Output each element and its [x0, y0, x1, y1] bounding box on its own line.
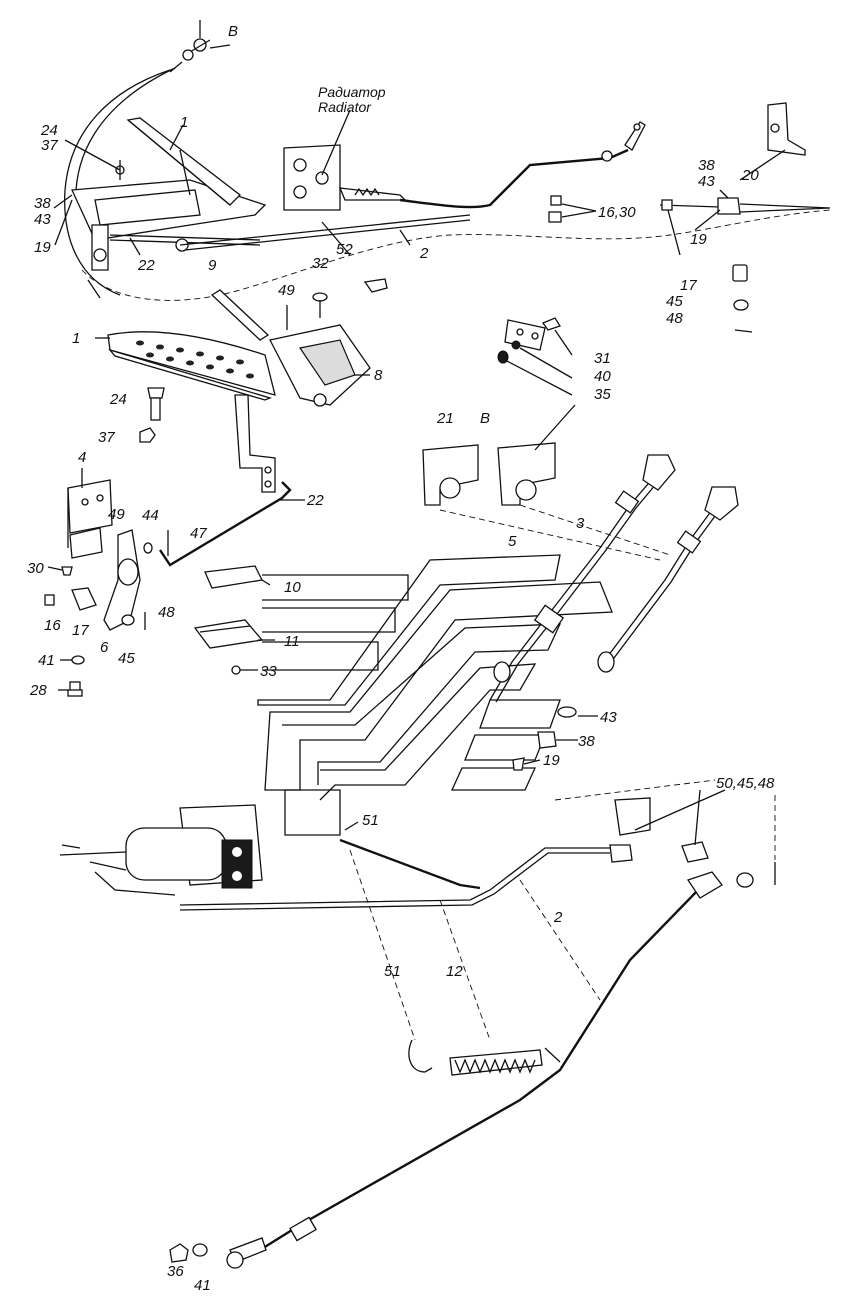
callout-43: 43	[34, 211, 51, 228]
callout-16: 16	[44, 617, 61, 634]
callout-28: 28	[29, 682, 47, 699]
background-zigzag	[257, 554, 613, 836]
callout-36: 36	[167, 1263, 184, 1280]
callout-6: 6	[100, 639, 109, 656]
callout-44: 44	[142, 507, 159, 524]
callout-49: 49	[278, 282, 295, 299]
callout-51-upper: 51	[362, 812, 379, 829]
pedal-parts	[44, 289, 371, 697]
leader-lines	[47, 44, 786, 846]
callout-22: 22	[137, 257, 155, 274]
callout-9: 9	[208, 257, 217, 274]
radiator-label-en: Radiator	[318, 99, 372, 115]
callout-17: 17	[72, 622, 89, 639]
callout-19: 19	[34, 239, 51, 256]
callout-41-lower: 41	[194, 1277, 211, 1294]
callout-48-right: 48	[666, 310, 683, 327]
callout-22-rod: 22	[306, 492, 324, 509]
callout-12: 12	[446, 963, 463, 980]
callout-37-nut: 37	[98, 429, 115, 446]
callout-3: 3	[576, 515, 585, 532]
callout-1-pedal: 1	[72, 330, 80, 347]
callout-43-right: 43	[698, 173, 715, 190]
labels: Радиатор Radiator B B 1 24 37 38 43 19 2…	[27, 23, 775, 1294]
callout-49-lower: 49	[108, 506, 125, 523]
callout-10: 10	[284, 579, 301, 596]
callout-48: 48	[158, 604, 175, 621]
cables	[422, 317, 739, 771]
callout-20: 20	[741, 167, 759, 184]
callout-38-right: 38	[698, 157, 715, 174]
callout-31: 31	[594, 350, 611, 367]
lower-assembly	[59, 779, 776, 1269]
callout-45-right: 45	[666, 293, 683, 310]
callout-32: 32	[312, 255, 329, 272]
callout-45: 45	[118, 650, 135, 667]
callout-40: 40	[594, 368, 611, 385]
callout-37: 37	[41, 137, 58, 154]
callout-33: 33	[260, 663, 277, 680]
callout-8: 8	[374, 367, 383, 384]
callout-24: 24	[40, 122, 58, 139]
callout-21: 21	[436, 410, 454, 427]
callout-52: 52	[336, 241, 353, 258]
callout-43-lower: 43	[600, 709, 617, 726]
callout-47: 47	[190, 525, 207, 542]
callout-24-bolt: 24	[109, 391, 127, 408]
callout-4: 4	[78, 449, 86, 466]
callout-38: 38	[34, 195, 51, 212]
callout-30: 30	[27, 560, 44, 577]
callout-19-right: 19	[690, 231, 707, 248]
view-mark-b-top: B	[228, 23, 238, 40]
view-mark-b-mid: B	[480, 410, 490, 427]
callout-38-lower: 38	[578, 733, 595, 750]
callout-1: 1	[180, 114, 188, 131]
callout-35: 35	[594, 386, 611, 403]
callout-51-lower: 51	[384, 963, 401, 980]
callout-2-lower: 2	[553, 909, 563, 926]
callout-50-45-48: 50,45,48	[716, 775, 775, 792]
callout-16-30: 16,30	[598, 204, 636, 221]
callout-2: 2	[419, 245, 429, 262]
callout-11: 11	[284, 633, 300, 650]
callout-19-lower: 19	[543, 752, 560, 769]
radiator-label-ru: Радиатор	[318, 84, 386, 100]
top-assembly	[64, 20, 831, 333]
callout-41: 41	[38, 652, 55, 669]
callout-5: 5	[508, 533, 517, 550]
callout-17-right: 17	[680, 277, 697, 294]
